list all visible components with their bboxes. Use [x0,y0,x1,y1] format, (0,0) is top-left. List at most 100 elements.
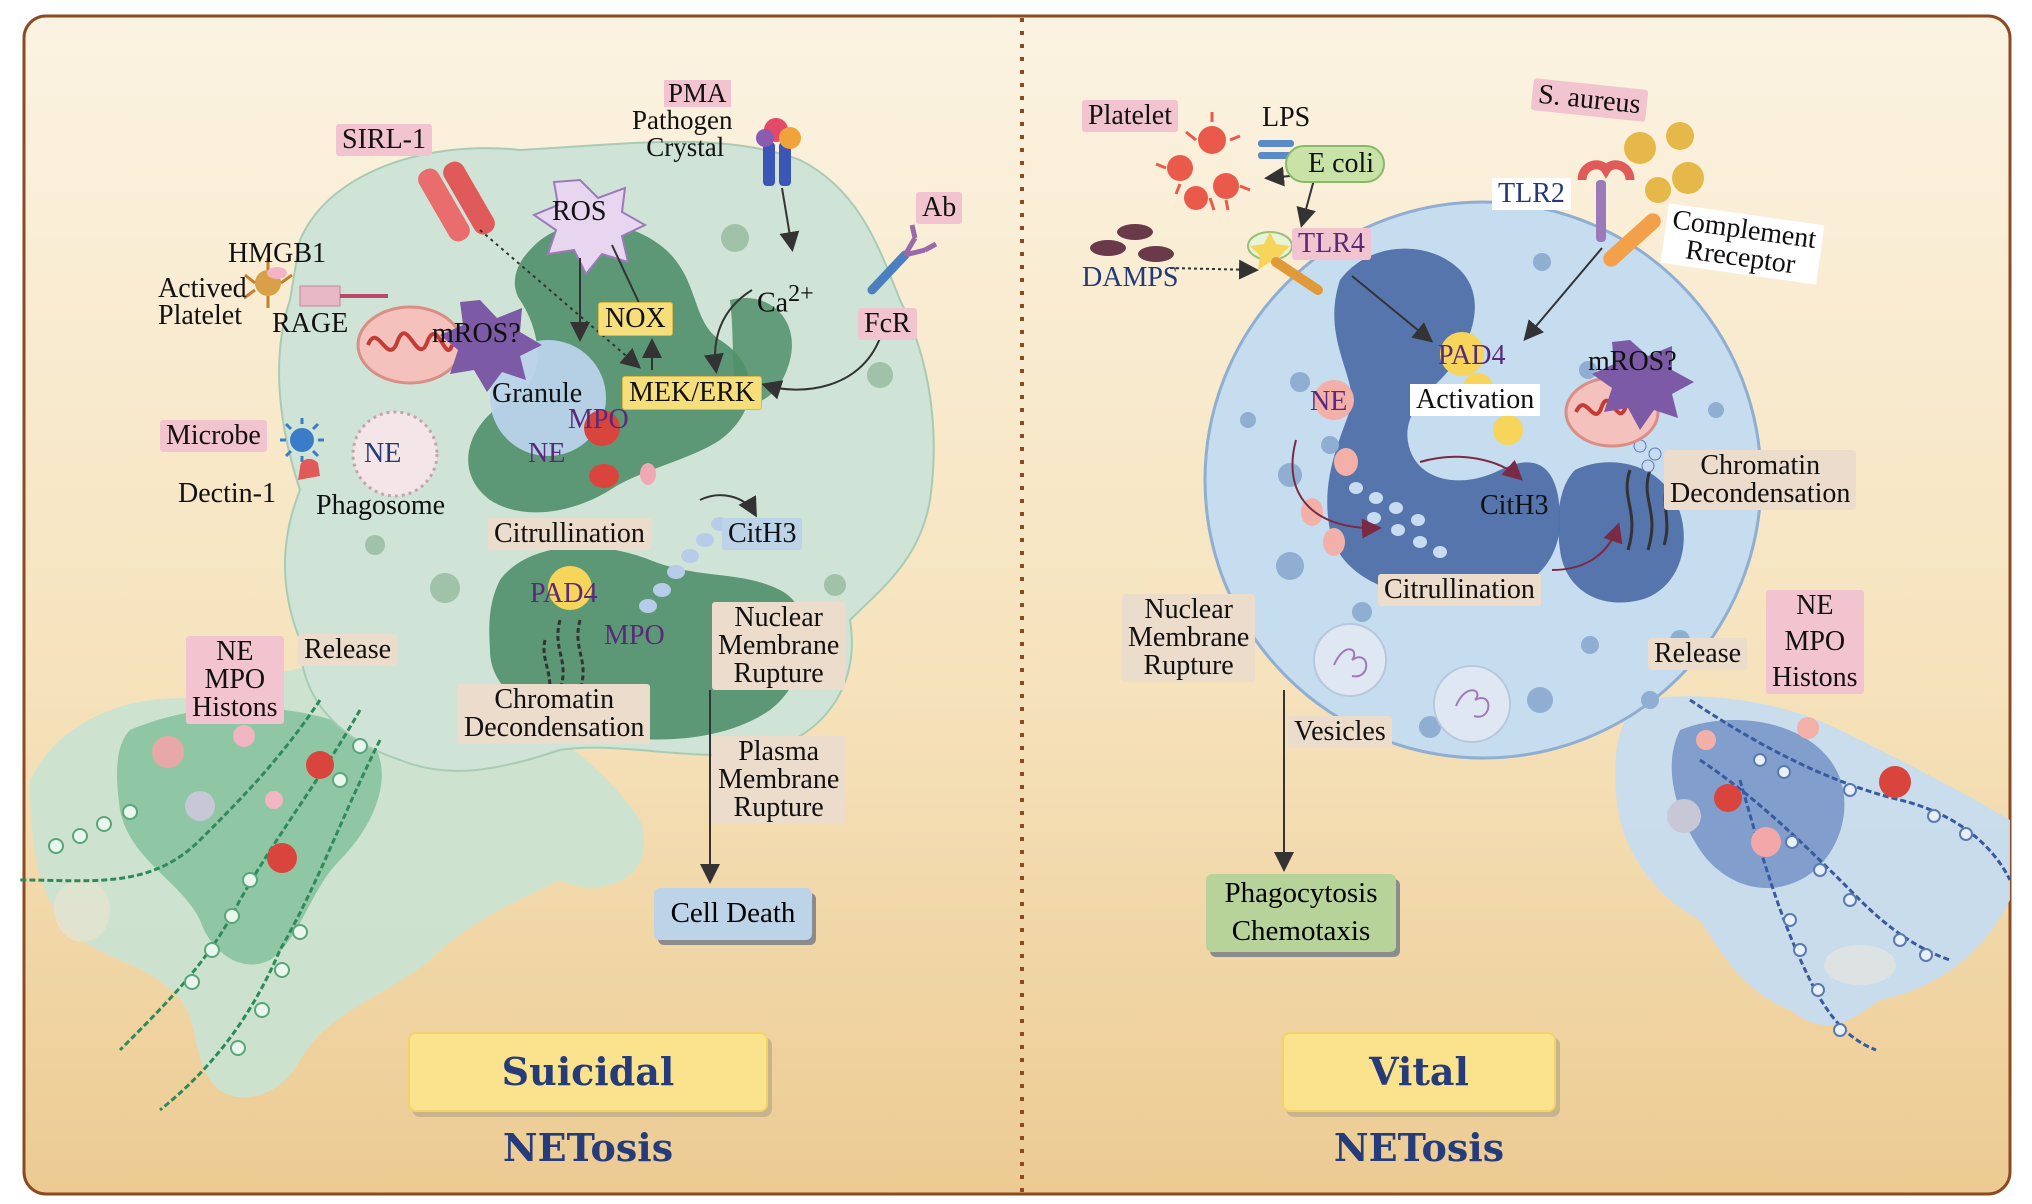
platelet-cluster [1155,112,1251,211]
platelet-left-label: Platelet [158,300,242,331]
left-net-dna-3 [159,739,382,1112]
rupture-line: Rupture [733,658,824,689]
pink-vesicle [640,463,656,485]
arrow-lps-tlr4 [1296,175,1316,228]
chromatin-line: Chromatin [1700,450,1821,481]
pma-receptor [756,118,801,186]
arrow-ecoli-platelet [1264,166,1291,187]
ecoli [1285,145,1385,183]
chromatin-decondensation-left: Chromatin Decondensation [458,684,651,744]
pad4-right-label: PAD4 [1438,340,1506,371]
dectin1-label: Dectin-1 [178,478,276,509]
red-vesicle [589,464,619,488]
chromatin-line: Chromatin [494,684,615,715]
arrow-ca-nucleus [703,289,753,374]
tlr2-label: TLR2 [1492,178,1571,210]
pad4-left-label: PAD4 [530,578,598,609]
arrow-pad4-cith3 [1419,455,1523,481]
mitochondrion-left-cristae [366,331,454,353]
pma-group: PMA Pathogen Crystal [632,80,733,161]
mros-star-right [1592,340,1694,430]
right-net-dna-1 [1689,698,2012,881]
right-cell-dots [1240,253,1724,738]
vesicle-content-2 [1455,689,1490,718]
left-cell-dot [721,224,749,252]
ne-circle-right [1314,380,1354,420]
microbe-label: Microbe [160,420,267,452]
left-cell-dot [365,535,385,555]
left-net-inner-2 [53,879,110,942]
suicidal-netosis-title: Suicidal NETosis [408,1032,768,1170]
membrane-line: Membrane [718,764,840,795]
rage-receptor [243,258,388,308]
phagosome-label: Phagosome [316,490,446,521]
arrow-citrullination-chromatin [1551,522,1623,571]
nuclear-membrane-rupture-right: Nuclear Membrane Rupture [1122,594,1256,682]
arrow-tlr4-pad4 [1351,275,1434,343]
chromatin-beads-right [1633,439,1662,473]
activation-label: Activation [1410,384,1541,416]
ca-superscript: 2+ [788,281,814,307]
histone-dots-right [1349,482,1447,558]
nuclear-line: Nuclear [734,602,823,633]
ne-line: NE [216,636,254,667]
rage-label: RAGE [272,308,349,339]
pad4-circle-right [1440,332,1484,376]
plasma-membrane-rupture: Plasma Membrane Rupture [712,736,846,824]
net-contents-right: NE MPO Histons [1766,590,1864,694]
mros-star-left [440,300,542,392]
pad4-circle-left [548,566,592,610]
fcr-label: FcR [858,308,917,340]
ca-label: Ca2+ [757,282,814,317]
ne-phagosome-label: NE [364,438,402,469]
ecoli-label: E coli [1308,148,1375,179]
crystal-label: Crystal [646,132,725,162]
chemotaxis-line: Chemotaxis [1231,914,1371,947]
chromatin-strands-left [542,619,585,701]
arrow-damps-tlr4 [1169,259,1259,280]
vital-netosis-title: Vital NETosis [1282,1032,1556,1170]
decondensation-line: Decondensation [1670,478,1851,509]
citrullination-right-label: Citrullination [1378,574,1541,606]
microbe [280,418,324,480]
ne-right-label: NE [1310,386,1348,417]
cell-death-box: Cell Death [654,888,812,940]
left-net-particles [152,725,334,873]
sirl1-receptor [418,161,495,242]
complement-receptor [1603,213,1661,267]
cith3-right-label: CitH3 [1480,490,1549,521]
mpo-granule-dot [584,410,620,446]
mek-erk-label: MEK/ERK [622,376,762,410]
right-net-dna-2 [1699,758,1951,962]
tlr4-receptor [1247,231,1323,295]
right-net-beads [1753,753,1973,1037]
phagocytosis-line: Phagocytosis [1224,877,1378,909]
nox-label: NOX [598,302,673,336]
tlr4-label: TLR4 [1292,228,1371,260]
rupture-line: Rupture [1143,650,1234,681]
damps-cluster [1090,224,1174,262]
lps-label: LPS [1262,102,1311,133]
arrow-ne-histone [1291,439,1382,539]
arrow-complement-pad4 [1523,247,1603,342]
membrane-line: Membrane [1128,622,1250,653]
histons-line: Histons [1772,662,1858,693]
vesicle-right-2 [1433,665,1511,743]
fcr-receptor [867,224,938,295]
s-aureus-cluster [1624,122,1704,203]
mros-left-label: mROS? [432,318,521,349]
cith3-left-label: CitH3 [722,518,803,550]
mpo-granule-label: MPO [568,404,629,435]
pma-label: PMA [663,80,731,107]
mros-right-label: mROS? [1588,346,1677,377]
arrow-citrullination [699,494,757,518]
pathogen-label: Pathogen [632,105,733,135]
sirl1-label: SIRL-1 [336,124,432,156]
phagocytosis-chemotaxis-box: Phagocytosis Chemotaxis [1206,874,1396,952]
histons-line: Histons [192,692,278,723]
arrow-ros-nox [611,244,641,306]
arrow-fcr-mek [761,337,881,400]
left-cell-dot [867,362,893,388]
ros-label: ROS [552,196,607,227]
